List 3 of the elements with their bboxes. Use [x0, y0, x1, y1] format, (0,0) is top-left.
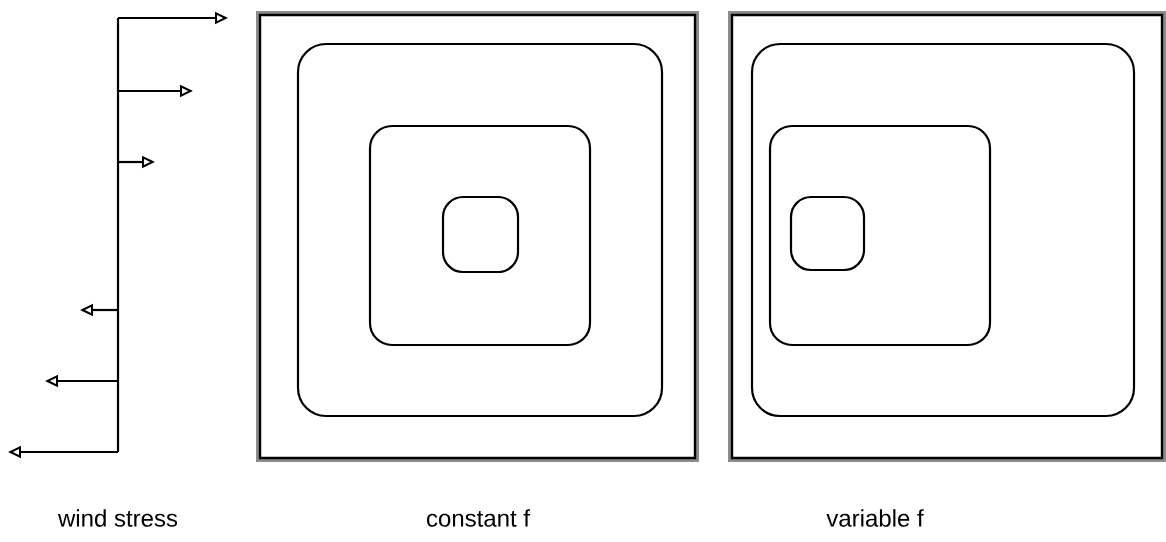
caption: constant f: [427, 509, 531, 527]
caption: variable f: [826, 509, 924, 527]
caption: wind stress: [57, 509, 178, 527]
